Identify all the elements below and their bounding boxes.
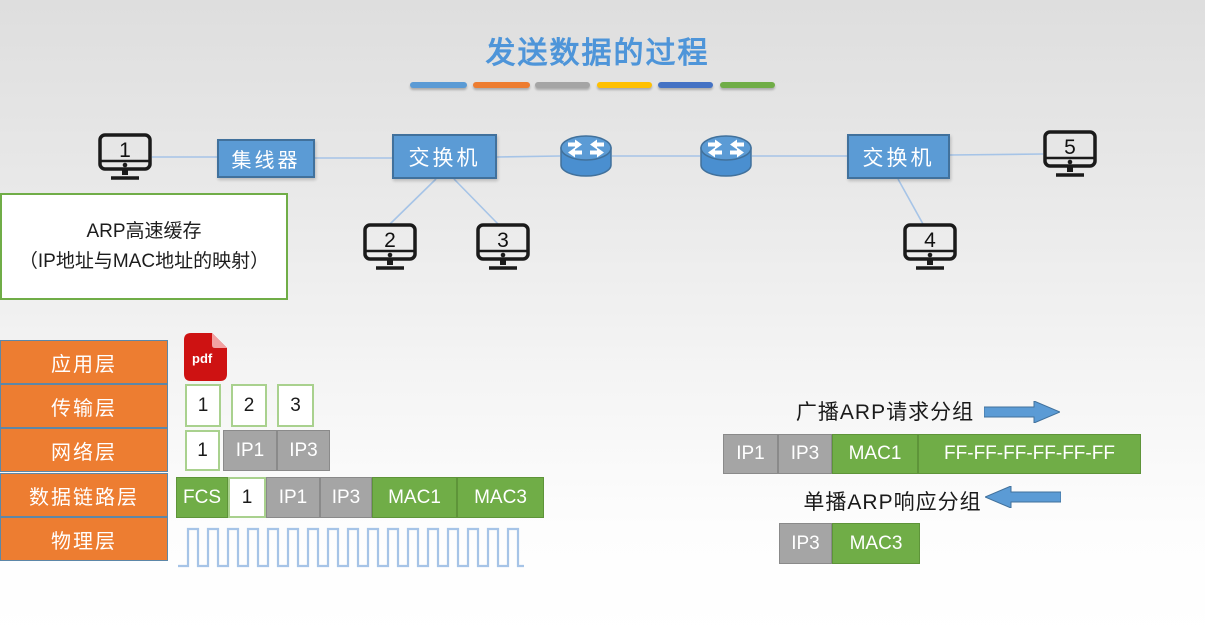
datalink-field: 1	[228, 477, 266, 518]
computer-number: 5	[1064, 136, 1076, 159]
layer-datalink: 数据链路层	[0, 473, 168, 517]
arp-cache-note: ARP高速缓存 （IP地址与MAC地址的映射）	[0, 193, 288, 300]
divider-dash	[410, 82, 467, 88]
page-title: 发送数据的过程	[485, 37, 710, 70]
arp-request-field: IP3	[778, 434, 832, 474]
network-field: IP1	[223, 430, 277, 471]
computer-icon: 1	[98, 133, 152, 180]
layer-physical: 物理层	[0, 517, 168, 561]
arp-cache-line1: ARP高速缓存	[86, 221, 202, 243]
computer-icon: 2	[363, 223, 417, 270]
divider-dash	[658, 82, 713, 88]
router-icon	[560, 135, 612, 177]
arp-request-field: IP1	[723, 434, 778, 474]
datalink-field: MAC1	[372, 477, 457, 518]
arp-response-label: 单播ARP响应分组	[803, 491, 982, 514]
switch1-node: 交换机	[392, 134, 497, 179]
arrow-right-icon	[984, 401, 1060, 423]
datalink-field: FCS	[176, 477, 228, 518]
layer-transport: 传输层	[0, 384, 168, 428]
transport-segment: 3	[277, 384, 314, 427]
transport-segment: 2	[231, 384, 267, 427]
datalink-field: IP1	[266, 477, 320, 518]
hub-node: 集线器	[217, 139, 315, 178]
layer-application: 应用层	[0, 340, 168, 384]
arp-request-field: FF-FF-FF-FF-FF-FF	[918, 434, 1141, 474]
transport-segment: 1	[185, 384, 221, 427]
network-field: IP3	[277, 430, 330, 471]
computer-icon: 5	[1043, 130, 1097, 177]
pdf-label: pdf	[192, 351, 213, 366]
datalink-field: MAC3	[457, 477, 544, 518]
arp-response-field: IP3	[779, 523, 832, 564]
router-icon	[700, 135, 752, 177]
divider-dash	[473, 82, 530, 88]
computer-icon: 4	[903, 223, 957, 270]
computer-icon: 3	[476, 223, 530, 270]
arp-request-label: 广播ARP请求分组	[795, 401, 975, 424]
divider-dash	[597, 82, 652, 88]
switch2-node: 交换机	[847, 134, 950, 179]
divider-dash	[535, 82, 590, 88]
computer-number: 1	[119, 139, 131, 162]
network-field: 1	[185, 430, 220, 471]
datalink-field: IP3	[320, 477, 372, 518]
layer-network: 网络层	[0, 428, 168, 472]
bitstream-waveform-icon	[178, 527, 524, 568]
divider-dash	[720, 82, 775, 88]
computer-number: 3	[497, 229, 509, 252]
computer-number: 2	[384, 229, 396, 252]
arp-response-field: MAC3	[832, 523, 920, 564]
arp-cache-line2: （IP地址与MAC地址的映射）	[18, 250, 270, 272]
arrow-left-icon	[985, 486, 1061, 508]
computer-number: 4	[924, 229, 936, 252]
pdf-file-icon: pdf	[184, 333, 227, 381]
arp-request-field: MAC1	[832, 434, 918, 474]
